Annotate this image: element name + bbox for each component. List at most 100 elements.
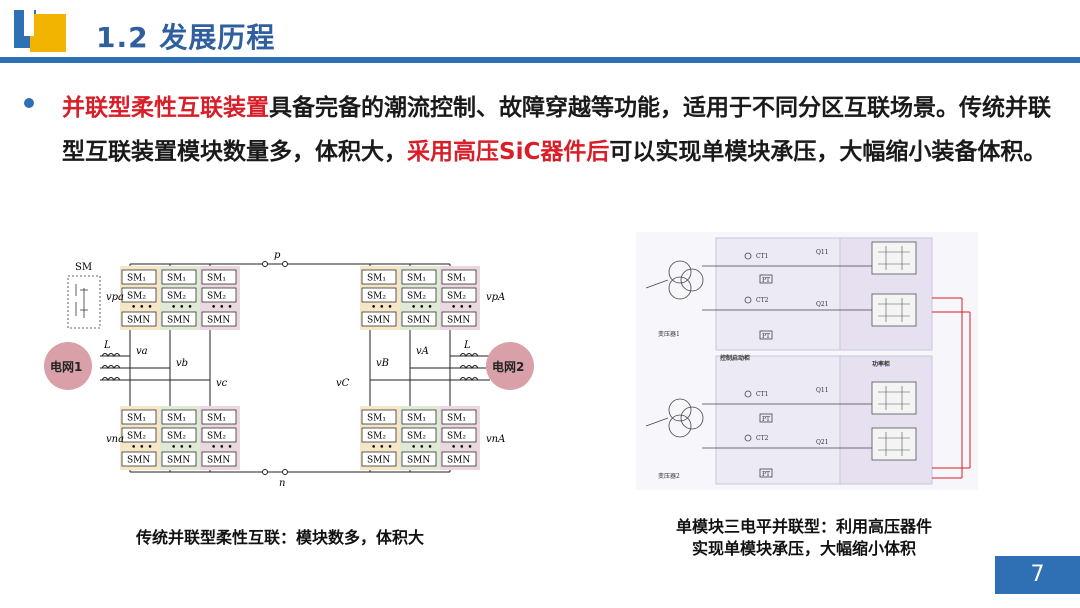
bullet-icon — [24, 98, 34, 108]
right-figure-caption: 单模块三电平并联型：利用高压器件 实现单模块承压，大幅缩小体积 — [644, 516, 964, 560]
right-top-sm-box — [401, 287, 437, 303]
left-top-ellipsis: • • • — [211, 303, 233, 313]
right-top-sm-box — [441, 287, 477, 303]
pt-label-3: PT — [762, 416, 770, 423]
left-bottom-sm-box — [201, 451, 237, 467]
right-bottom-sm-box — [361, 451, 397, 467]
bullet-paragraph: 并联型柔性互联装置具备完备的潮流控制、故障穿越等功能，适用于不同分区互联场景。传… — [62, 86, 1052, 174]
logo-mark-gold — [30, 14, 66, 52]
right-top-ellipsis: • • • — [411, 303, 433, 313]
left-top-sm-box — [121, 311, 157, 327]
page-number: 7 — [995, 556, 1080, 594]
left-top-sm-label: SM₁ — [207, 274, 226, 284]
right-top-ellipsis: • • • — [451, 303, 473, 313]
right-caption-line1: 单模块三电平并联型：利用高压器件 — [675, 517, 932, 536]
left-top-sm-box — [121, 287, 157, 303]
highlight-text: 采用高压SiC器件后 — [407, 139, 610, 165]
ct1-label-bottom: CT1 — [756, 391, 768, 398]
q21-label-top: Q21 — [816, 301, 829, 308]
body-text: 可以实现单模块承压，大幅缩小装备体积。 — [609, 139, 1047, 165]
right-bottom-sm-box — [401, 427, 437, 443]
left-bottom-sm-label: SM₁ — [207, 414, 226, 424]
left-top-sm-box — [121, 269, 157, 285]
left-bottom-sm-label: SM₂ — [207, 432, 226, 442]
left-bottom-sm-label: SM₁ — [127, 414, 146, 424]
right-top-sm-box — [441, 311, 477, 327]
right-top-sm-label: SM₂ — [447, 292, 466, 302]
right-top-sm-label: SM₁ — [447, 274, 466, 284]
left-bottom-sm-box — [201, 427, 237, 443]
right-top-sm-box — [361, 287, 397, 303]
right-caption-line2: 实现单模块承压，大幅缩小体积 — [691, 539, 916, 558]
right-bottom-sm-label: SM₁ — [367, 414, 386, 424]
left-bottom-ellipsis: • • • — [131, 443, 153, 453]
right-top-sm-box — [441, 269, 477, 285]
left-bottom-sm-box — [161, 427, 197, 443]
left-bottom-sm-label: SMN — [207, 456, 230, 466]
left-top-sm-label: SM₂ — [167, 292, 186, 302]
right-bottom-ellipsis: • • • — [411, 443, 433, 453]
right-bottom-sm-label: SM₂ — [367, 432, 386, 442]
label-va: va — [136, 346, 148, 357]
left-bottom-sm-label: SM₂ — [127, 432, 146, 442]
right-bottom-sm-box — [401, 409, 437, 425]
left-top-sm-box — [201, 269, 237, 285]
ct1-label-top: CT1 — [756, 253, 768, 260]
traditional-mmc-diagram: SM p n 电网1 电网2 — [44, 250, 534, 489]
right-bottom-sm-box — [361, 409, 397, 425]
right-top-sm-label: SMN — [407, 316, 430, 326]
left-bottom-sm-label: SMN — [127, 456, 150, 466]
left-top-sm-label: SMN — [207, 316, 230, 326]
sm-boxes: SM₁ SM₂ SMN • • • SM₁ SM₂ SMN • • • SM₁ SM₂ SMN • •… — [121, 269, 477, 467]
left-top-sm-box — [201, 287, 237, 303]
sic-single-module-diagram: CT1 CT2 CT1 CT2 PT PT PT PT Q11 Q21 Q11 … — [636, 232, 978, 490]
right-top-sm-label: SM₁ — [367, 274, 386, 284]
transformer1-label: 变压器1 — [658, 330, 680, 338]
pt-label-4: PT — [762, 471, 770, 478]
ct2-label-top: CT2 — [756, 297, 769, 304]
left-top-sm-label: SM₂ — [127, 292, 146, 302]
control-cabinet-label: 控制启动柜 — [720, 354, 750, 362]
right-bottom-sm-label: SMN — [447, 456, 470, 466]
right-bottom-sm-label: SMN — [407, 456, 430, 466]
right-bottom-sm-label: SM₁ — [447, 414, 466, 424]
label-vpa: vpa — [106, 292, 124, 303]
label-vC: vC — [336, 378, 350, 389]
left-top-sm-box — [161, 287, 197, 303]
right-top-sm-box — [361, 311, 397, 327]
left-bottom-sm-box — [121, 427, 157, 443]
right-bottom-sm-box — [401, 451, 437, 467]
label-vnA: vnA — [486, 434, 505, 445]
label-L-left: L — [103, 340, 111, 351]
transformer2-label: 变压器2 — [658, 472, 680, 480]
label-vc: vc — [216, 378, 228, 389]
right-top-sm-label: SM₁ — [407, 274, 426, 284]
label-vA: vA — [416, 346, 429, 357]
grid1-label: 电网1 — [50, 359, 82, 374]
left-top-sm-label: SMN — [127, 316, 150, 326]
grid2-label: 电网2 — [492, 359, 524, 374]
label-vB: vB — [376, 358, 389, 369]
left-bottom-sm-label: SM₂ — [167, 432, 186, 442]
highlight-text: 并联型柔性互联装置 — [62, 95, 269, 121]
left-bottom-ellipsis: • • • — [211, 443, 233, 453]
right-bottom-sm-label: SM₂ — [407, 432, 426, 442]
sm-inset-label: SM — [75, 262, 92, 273]
left-top-sm-box — [201, 311, 237, 327]
right-top-sm-box — [401, 269, 437, 285]
left-bottom-sm-box — [201, 409, 237, 425]
left-top-sm-label: SM₂ — [207, 292, 226, 302]
right-bottom-sm-label: SM₁ — [407, 414, 426, 424]
left-figure-caption: 传统并联型柔性互联：模块数多，体积大 — [135, 528, 424, 547]
label-vna: vna — [106, 434, 124, 445]
label-L-right: L — [463, 340, 471, 351]
right-bottom-ellipsis: • • • — [451, 443, 473, 453]
slide-title: 1.2 发展历程 — [96, 21, 276, 54]
right-bottom-sm-box — [441, 451, 477, 467]
left-top-sm-label: SM₁ — [127, 274, 146, 284]
pt-label-1: PT — [762, 277, 770, 284]
left-bottom-sm-label: SM₁ — [167, 414, 186, 424]
node-p-label: p — [274, 250, 281, 261]
right-bottom-sm-box — [441, 427, 477, 443]
ct2-label-bottom: CT2 — [756, 435, 769, 442]
